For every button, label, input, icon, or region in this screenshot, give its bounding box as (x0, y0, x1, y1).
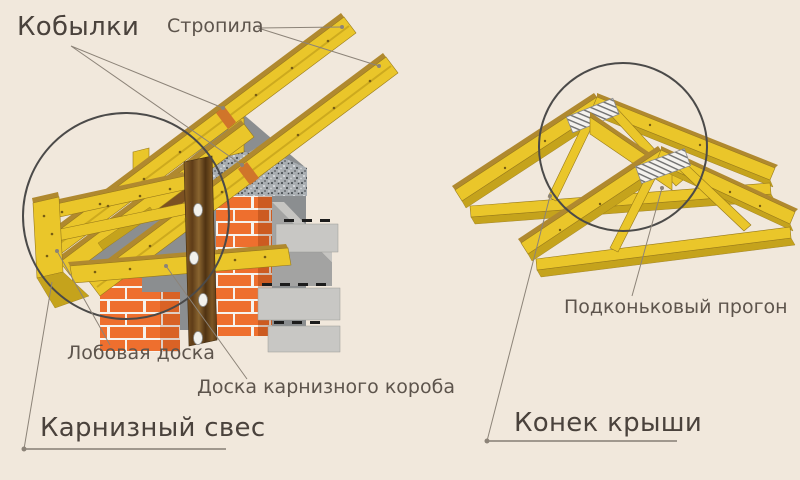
label-doska-karniznogo-koroba: Доска карнизного короба (197, 376, 455, 398)
gusset-plate (634, 148, 692, 184)
leader-kobylki (70, 45, 243, 166)
truss-front (518, 146, 798, 278)
label-konek-kryshi: Конек крыши (514, 408, 703, 438)
leader-podkonkovy-progon (631, 187, 663, 297)
eave-highlight-circle (22, 112, 230, 320)
eave-detail-illustration (22, 13, 399, 353)
label-podkonkovy-progon: Подконьковый прогон (564, 296, 788, 318)
kobylka-splice-far (238, 162, 259, 185)
label-karnizny-sves: Карнизный свес (40, 413, 266, 443)
damp-proof-dashes (262, 219, 330, 324)
frontal-board (32, 192, 90, 309)
leader-lobovaya-doska (56, 250, 111, 346)
leader-konek-kryshi (486, 195, 551, 442)
label-kobylki: Кобылки (17, 12, 140, 42)
truss-back (452, 93, 778, 225)
eave-box-framing (36, 172, 193, 251)
wood-post (183, 155, 218, 347)
leader-karnizny-sves (23, 281, 53, 450)
ridge-highlight-circle (538, 62, 708, 232)
rafter-far (85, 53, 399, 297)
nails (42, 39, 372, 274)
ridge-detail-illustration (452, 62, 798, 278)
leader-stropila (257, 26, 380, 67)
leader-doska-koroba (165, 265, 248, 380)
nails (503, 123, 762, 232)
leader-lines (21, 25, 677, 452)
label-lobovaya-doska: Лобовая доска (67, 342, 215, 364)
label-stropila: Стропила (167, 15, 264, 37)
kobylka-splice-near (216, 106, 236, 129)
